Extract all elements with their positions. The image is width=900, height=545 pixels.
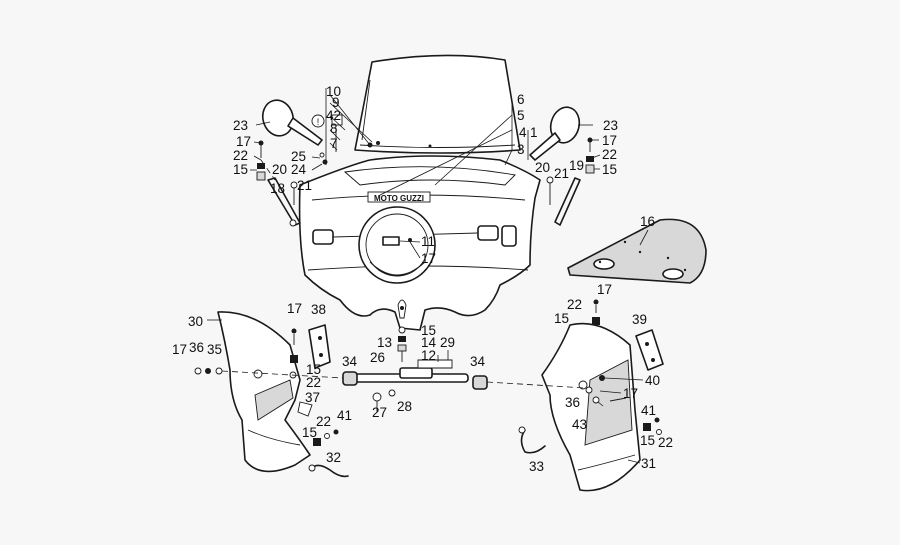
callout-21-right: 21: [554, 166, 569, 181]
callout-15-left-lower: 15: [306, 362, 321, 377]
callout-41-right: 41: [641, 403, 656, 418]
callout-17-left-side: 17: [172, 342, 187, 357]
callout-8: 8: [330, 121, 338, 136]
callout-7: 7: [330, 136, 338, 151]
callout-33: 33: [529, 459, 544, 474]
callout-17-right-side: 17: [623, 386, 638, 401]
hardware-items: [194, 114, 662, 446]
callout-17-left-mirror: 17: [236, 134, 251, 149]
callout-4: 4: [519, 125, 527, 140]
callout-19: 19: [569, 158, 584, 173]
callout-32: 32: [326, 450, 341, 465]
callout-22-right-lower: 22: [567, 297, 582, 312]
leader-lines: [207, 88, 649, 464]
svg-text:!: !: [317, 117, 320, 127]
callout-15-right-bottom: 15: [640, 433, 655, 448]
right-lower-fairing: [541, 322, 641, 492]
callout-24: 24: [291, 162, 307, 177]
callout-10: 10: [326, 84, 341, 99]
callout-31: 31: [641, 456, 656, 471]
callout-6: 6: [517, 92, 525, 107]
callout-22-left-bottom: 22: [316, 414, 331, 429]
callout-9: 9: [332, 95, 340, 110]
callout-36-right: 36: [565, 395, 580, 410]
callout-29: 29: [440, 335, 455, 350]
callout-36-left: 36: [189, 340, 204, 355]
callout-3: 3: [517, 142, 525, 157]
upper-fairing: MOTO GUZZI: [298, 155, 541, 331]
callout-20-left: 20: [272, 162, 287, 177]
callout-12: 12: [421, 348, 436, 363]
callout-34-left: 34: [342, 354, 358, 369]
crossbar-26: [342, 367, 488, 390]
handle-33: [518, 426, 546, 454]
bracket-38: [308, 324, 331, 369]
callout-41-left: 41: [337, 408, 352, 423]
callout-25: 25: [291, 149, 306, 164]
callout-43: 43: [572, 417, 587, 432]
callout-20-right: 20: [535, 160, 550, 175]
left-mirror: [261, 99, 323, 227]
callout-17-right-lower: 17: [597, 282, 612, 297]
callout-16: 16: [640, 214, 655, 229]
right-mirror: [529, 106, 581, 226]
callout-27: 27: [372, 405, 387, 420]
callout-22-right-mirror: 22: [602, 147, 617, 162]
callout-39: 39: [632, 312, 647, 327]
callout-37: 37: [305, 390, 320, 405]
callout-14: 14: [421, 335, 437, 350]
callout-17-headlight: 17: [421, 251, 436, 266]
left-lower-fairing: [217, 311, 311, 473]
callout-22-left-mirror: 22: [233, 148, 248, 163]
callout-35: 35: [207, 342, 222, 357]
bracket-39: [635, 329, 664, 371]
callout-15-left-mirror: 15: [233, 162, 248, 177]
callout-15-left-bottom: 15: [302, 425, 317, 440]
callout-38: 38: [311, 302, 326, 317]
callout-15-right-lower: 15: [554, 311, 569, 326]
callout-11: 11: [421, 234, 435, 249]
callout-18: 18: [270, 181, 285, 196]
warning-symbol-icon: !: [311, 114, 325, 128]
callout-13: 13: [377, 335, 392, 350]
handle-32: [308, 464, 349, 478]
callout-42: 42: [326, 108, 341, 123]
windscreen: [354, 54, 521, 154]
callout-22-right-bottom: 22: [658, 435, 673, 450]
callout-1: 1: [530, 125, 538, 140]
callout-34-right: 34: [470, 354, 486, 369]
callout-labels: 10 9 42 8 7 6 5 4 1 3 23 17 22 15 25 20 …: [172, 84, 673, 474]
callout-17-left-lower: 17: [287, 301, 302, 316]
rubber-gasket-16: [567, 218, 707, 284]
callout-26: 26: [370, 350, 385, 365]
callout-23-right: 23: [603, 118, 618, 133]
callout-15-right-mirror: 15: [602, 162, 617, 177]
callout-23-left: 23: [233, 118, 248, 133]
callout-5: 5: [517, 108, 525, 123]
callout-17-right-mirror: 17: [602, 133, 617, 148]
alignment-lines: [221, 159, 586, 389]
callout-22-left-lower: 22: [306, 375, 321, 390]
callout-28: 28: [397, 399, 412, 414]
callout-15-center: 15: [421, 323, 436, 338]
callout-30: 30: [188, 314, 203, 329]
callout-21-left: 21: [297, 178, 312, 193]
brand-label: MOTO GUZZI: [374, 194, 424, 203]
callout-40: 40: [645, 373, 660, 388]
